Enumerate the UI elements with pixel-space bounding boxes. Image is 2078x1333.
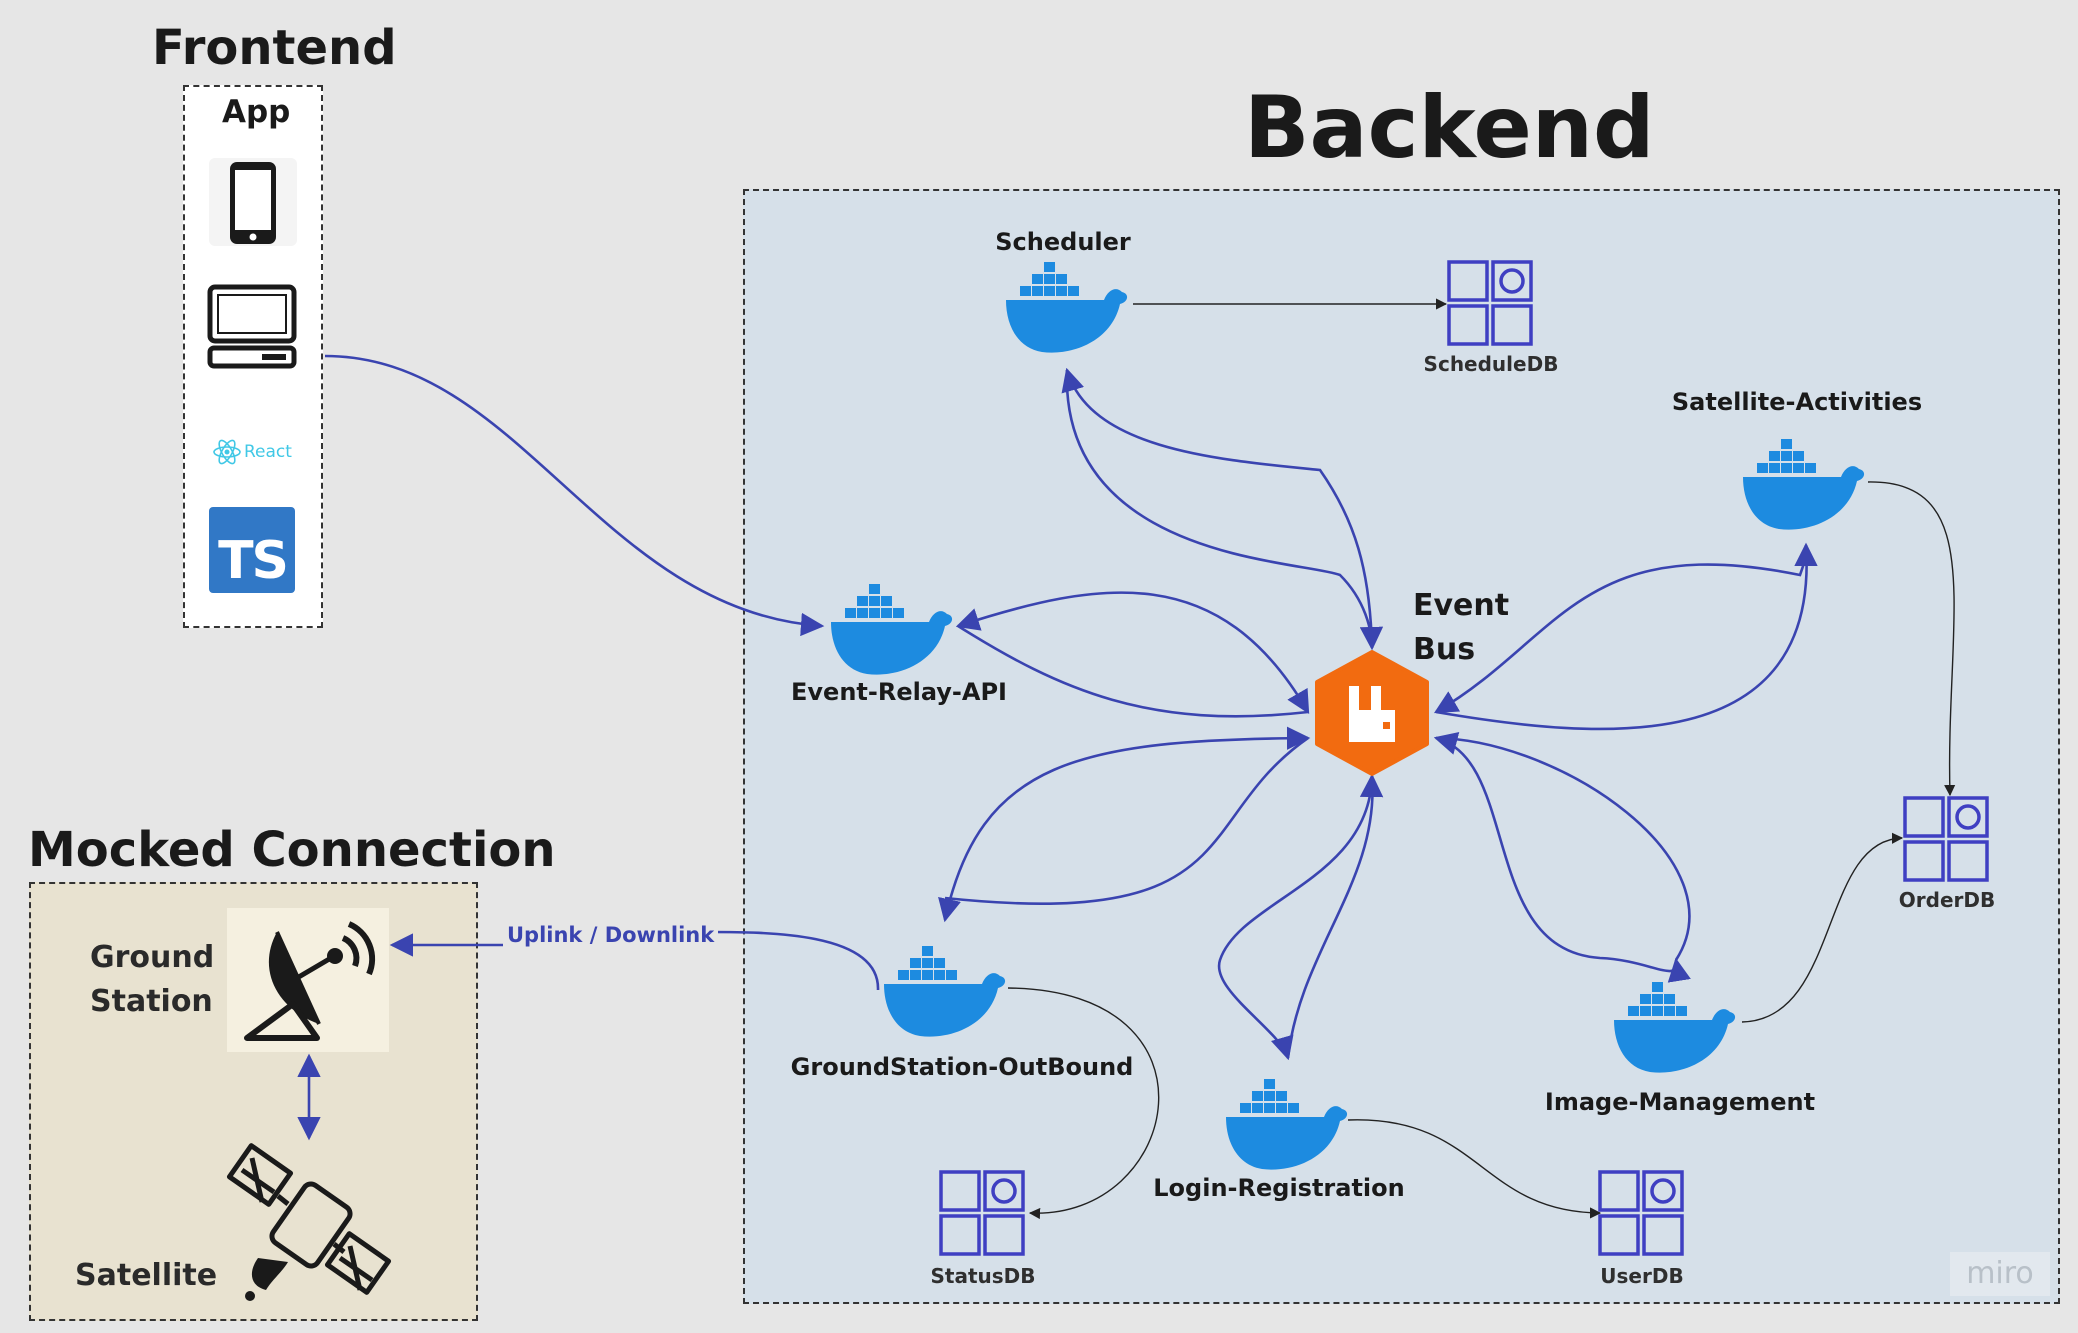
image-management-docker-icon bbox=[1614, 982, 1736, 1073]
scheduledb-label: ScheduleDB bbox=[1423, 352, 1559, 376]
satellite-activities-label: Satellite-Activities bbox=[1671, 388, 1923, 416]
scheduler-docker-icon bbox=[1006, 262, 1128, 353]
app-label: App bbox=[222, 94, 291, 130]
react-label: React bbox=[244, 442, 292, 462]
groundstation-outbound-label: GroundStation-OutBound bbox=[790, 1053, 1134, 1081]
ts-label: TS bbox=[218, 531, 289, 591]
react-logo: React bbox=[212, 438, 302, 466]
edge-satact-bus-a bbox=[1433, 542, 1818, 714]
satellite-activities-docker-icon bbox=[1743, 439, 1865, 530]
edge-gs-bus-a bbox=[938, 726, 1311, 923]
edge-relay-bus-a bbox=[955, 591, 1310, 715]
backend-title: Backend bbox=[1244, 78, 1655, 178]
frontend-title: Frontend bbox=[152, 20, 397, 76]
orderdb-label: OrderDB bbox=[1898, 888, 1996, 912]
edge-frontend-to-relay bbox=[324, 354, 825, 637]
edge-login-bus-a bbox=[1217, 773, 1384, 1061]
satellite-icon bbox=[226, 1143, 392, 1301]
scheduledb-icon bbox=[1447, 260, 1533, 346]
login-registration-label: Login-Registration bbox=[1153, 1174, 1405, 1202]
typescript-logo: TS bbox=[209, 507, 295, 593]
uplink-downlink-label: Uplink / Downlink bbox=[503, 923, 719, 947]
edge-image-bus-b bbox=[1435, 736, 1691, 961]
edge-satact-bus-b bbox=[1435, 544, 1808, 731]
mobile-phone-icon bbox=[209, 158, 297, 246]
mocked-connection-title: Mocked Connection bbox=[28, 822, 556, 878]
edge-gs-bus-b bbox=[944, 736, 1309, 905]
edge-uplink bbox=[699, 930, 880, 991]
miro-watermark: miro bbox=[1950, 1252, 2050, 1296]
satellite-label: Satellite bbox=[75, 1258, 218, 1293]
statusdb-icon bbox=[939, 1170, 1025, 1256]
edge-image-bus-a bbox=[1433, 732, 1691, 983]
event-relay-docker-icon bbox=[831, 584, 953, 675]
edge-scheduler-bus-b bbox=[1065, 369, 1374, 649]
event-bus-label: Event Bus bbox=[1413, 588, 1510, 667]
edge-relay-bus-b bbox=[957, 624, 1309, 718]
orderdb-icon bbox=[1903, 796, 1989, 882]
groundstation-outbound-docker-icon bbox=[884, 946, 1006, 1037]
image-management-label: Image-Management bbox=[1544, 1088, 1816, 1116]
ground-station-antenna-icon bbox=[227, 908, 389, 1052]
desktop-computer-icon bbox=[207, 284, 297, 369]
edge-login-userdb bbox=[1347, 1119, 1602, 1219]
ground-station-label: Ground Station bbox=[90, 940, 215, 1019]
edge-satact-orderdb bbox=[1867, 481, 1956, 797]
event-bus-rabbitmq-icon bbox=[1315, 650, 1429, 776]
edge-image-orderdb bbox=[1741, 832, 1904, 1023]
login-registration-docker-icon bbox=[1226, 1079, 1348, 1170]
scheduler-label: Scheduler bbox=[995, 228, 1131, 256]
react-atom-icon bbox=[213, 439, 241, 465]
userdb-icon bbox=[1598, 1170, 1684, 1256]
edge-scheduler-bus-a bbox=[1061, 367, 1384, 651]
event-relay-label: Event-Relay-API bbox=[791, 678, 1007, 706]
userdb-label: UserDB bbox=[1600, 1264, 1684, 1288]
statusdb-label: StatusDB bbox=[930, 1264, 1036, 1288]
edge-gs-statusdb bbox=[1007, 987, 1160, 1220]
edge-login-bus-b bbox=[1286, 775, 1374, 1059]
